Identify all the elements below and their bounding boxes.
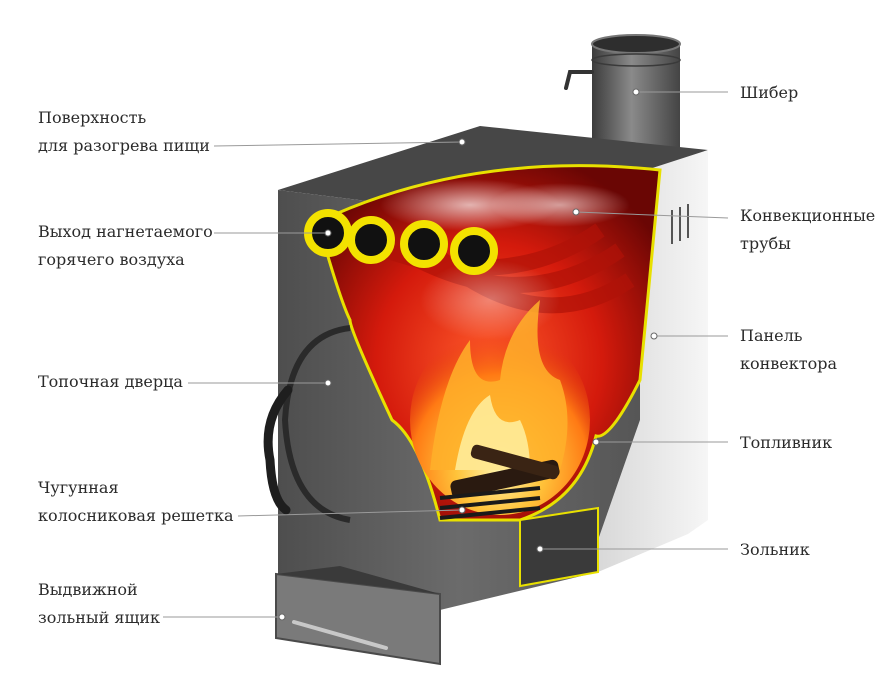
label-ash-drawer: Выдвижной зольный ящик	[38, 576, 160, 632]
ash-pit	[520, 508, 598, 586]
label-damper: Шибер	[740, 79, 798, 107]
label-firebox: Топливник	[740, 429, 832, 457]
label-ash-pit: Зольник	[740, 536, 810, 564]
label-convection-pipes: Конвекционные трубы	[740, 202, 875, 258]
damper-handle	[566, 72, 592, 88]
label-grate: Чугунная колосниковая решетка	[38, 474, 234, 530]
label-door: Топочная дверца	[38, 368, 183, 396]
label-air-outlet: Выход нагнетаемого горячего воздуха	[38, 218, 213, 274]
label-convector-panel: Панель конвектора	[740, 322, 837, 378]
label-surface: Поверхность для разогрева пищи	[38, 104, 210, 160]
